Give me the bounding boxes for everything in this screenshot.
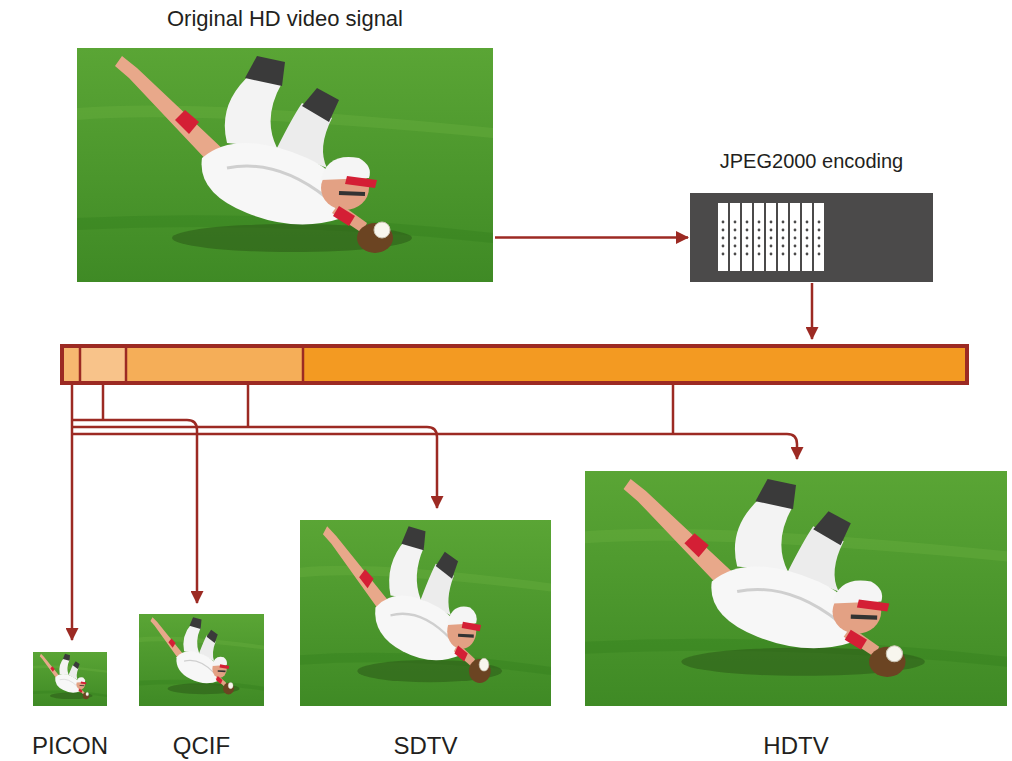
encoder-node: JPEG2000 encoding bbox=[690, 193, 933, 282]
encode-arrow bbox=[811, 283, 814, 339]
format-label: QCIF bbox=[173, 732, 230, 761]
output-picture-frame: QCIF bbox=[139, 614, 264, 706]
output-picture-frame: PICON bbox=[33, 652, 107, 706]
codestream-bar bbox=[62, 346, 967, 383]
source-picture bbox=[77, 48, 493, 282]
picon-picture bbox=[33, 652, 107, 706]
output-picture-frame: HDTV bbox=[585, 471, 1007, 706]
encoder-columns bbox=[718, 203, 824, 271]
extraction-lines bbox=[72, 385, 797, 640]
qcif-picture bbox=[139, 614, 264, 706]
format-label: HDTV bbox=[763, 732, 828, 761]
encoder-box bbox=[690, 193, 933, 282]
sdtv-picture bbox=[300, 520, 551, 706]
hdtv-picture bbox=[585, 471, 1007, 706]
output-picture-frame: SDTV bbox=[300, 520, 551, 706]
format-label: SDTV bbox=[393, 732, 457, 761]
flow-arrow bbox=[495, 236, 688, 239]
source-picture-frame: Original HD video signal bbox=[77, 48, 493, 282]
format-label: PICON bbox=[32, 732, 108, 761]
heading-label: JPEG2000 encoding bbox=[720, 149, 903, 173]
heading-label: Original HD video signal bbox=[167, 6, 403, 32]
